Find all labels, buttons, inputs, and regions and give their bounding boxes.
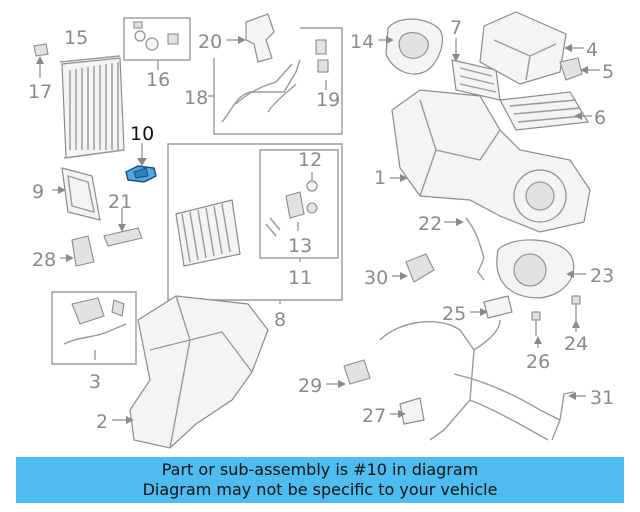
part-3-links xyxy=(63,297,127,345)
kit-box-8 xyxy=(167,143,343,301)
part-31-connector xyxy=(551,391,575,441)
part-9-frame xyxy=(61,167,101,221)
callout-21: 21 xyxy=(108,191,132,213)
callout-5: 5 xyxy=(602,61,614,83)
part-15-core xyxy=(59,55,125,159)
part-6-filter xyxy=(499,91,589,131)
banner-line-2: Diagram may not be specific to your vehi… xyxy=(142,480,498,499)
callout-26: 26 xyxy=(526,351,550,373)
part-27-motor xyxy=(399,397,425,425)
callout-1: 1 xyxy=(374,167,386,189)
callout-10: 10 xyxy=(130,123,154,145)
callout-9: 9 xyxy=(32,181,44,203)
info-banner: Part or sub-assembly is #10 in diagram D… xyxy=(16,457,624,503)
callout-numbers: 1 2 3 4 5 6 7 8 9 10 11 12 13 14 15 16 1… xyxy=(28,17,614,433)
part-1-main-housing xyxy=(391,89,591,233)
callout-25: 25 xyxy=(442,303,466,325)
callout-30: 30 xyxy=(364,267,388,289)
part-14-seal xyxy=(385,18,443,75)
part-2-lower-housing xyxy=(129,295,269,449)
part-24-bolt xyxy=(571,295,581,322)
callout-14: 14 xyxy=(350,31,374,53)
part-4-housing xyxy=(479,11,567,85)
part-16-kit xyxy=(133,21,179,51)
callout-15: 15 xyxy=(64,27,88,49)
callout-29: 29 xyxy=(298,375,322,397)
part-30-resistor xyxy=(405,253,435,283)
kit-box-11 xyxy=(259,149,339,259)
evaporator xyxy=(175,199,241,267)
part-18-pipes xyxy=(221,59,301,123)
callout-28: 28 xyxy=(32,249,56,271)
callout-18: 18 xyxy=(184,87,208,109)
part-23-blower xyxy=(496,239,575,299)
part-20-bracket xyxy=(245,13,275,63)
leader-lines xyxy=(36,36,600,424)
callout-22: 22 xyxy=(418,213,442,235)
part-5-actuator xyxy=(559,57,583,81)
callout-16: 16 xyxy=(146,69,170,91)
callout-7: 7 xyxy=(450,17,462,39)
callout-4: 4 xyxy=(586,39,598,61)
part-12-13-valve xyxy=(265,180,318,237)
kit-box-3 xyxy=(51,291,137,365)
callout-6: 6 xyxy=(594,107,606,129)
callout-23: 23 xyxy=(590,265,614,287)
kit-box-18-19 xyxy=(213,27,343,135)
callout-12: 12 xyxy=(298,149,322,171)
callout-8: 8 xyxy=(274,309,286,331)
callout-31: 31 xyxy=(590,387,614,409)
callout-27: 27 xyxy=(362,405,386,427)
callout-19: 19 xyxy=(316,89,340,111)
callout-17: 17 xyxy=(28,81,52,103)
part-10-highlighted xyxy=(125,165,157,183)
part-28-actuator xyxy=(71,235,95,267)
part-29-sensor xyxy=(343,359,371,385)
part-17-plug xyxy=(33,43,49,57)
callout-3: 3 xyxy=(89,371,101,393)
part-19-fittings xyxy=(315,39,329,73)
part-21-sensor xyxy=(103,227,143,247)
part-25-bracket xyxy=(483,295,513,319)
part-26-bolt xyxy=(531,311,541,336)
callout-20: 20 xyxy=(198,31,222,53)
callout-11: 11 xyxy=(288,267,312,289)
callout-13: 13 xyxy=(288,235,312,257)
callout-2: 2 xyxy=(96,411,108,433)
callout-24: 24 xyxy=(564,333,588,355)
wiring-harness xyxy=(379,319,561,441)
part-22-pipe xyxy=(465,217,485,281)
kit-box-16 xyxy=(123,17,191,61)
banner-line-1: Part or sub-assembly is #10 in diagram xyxy=(161,460,479,479)
